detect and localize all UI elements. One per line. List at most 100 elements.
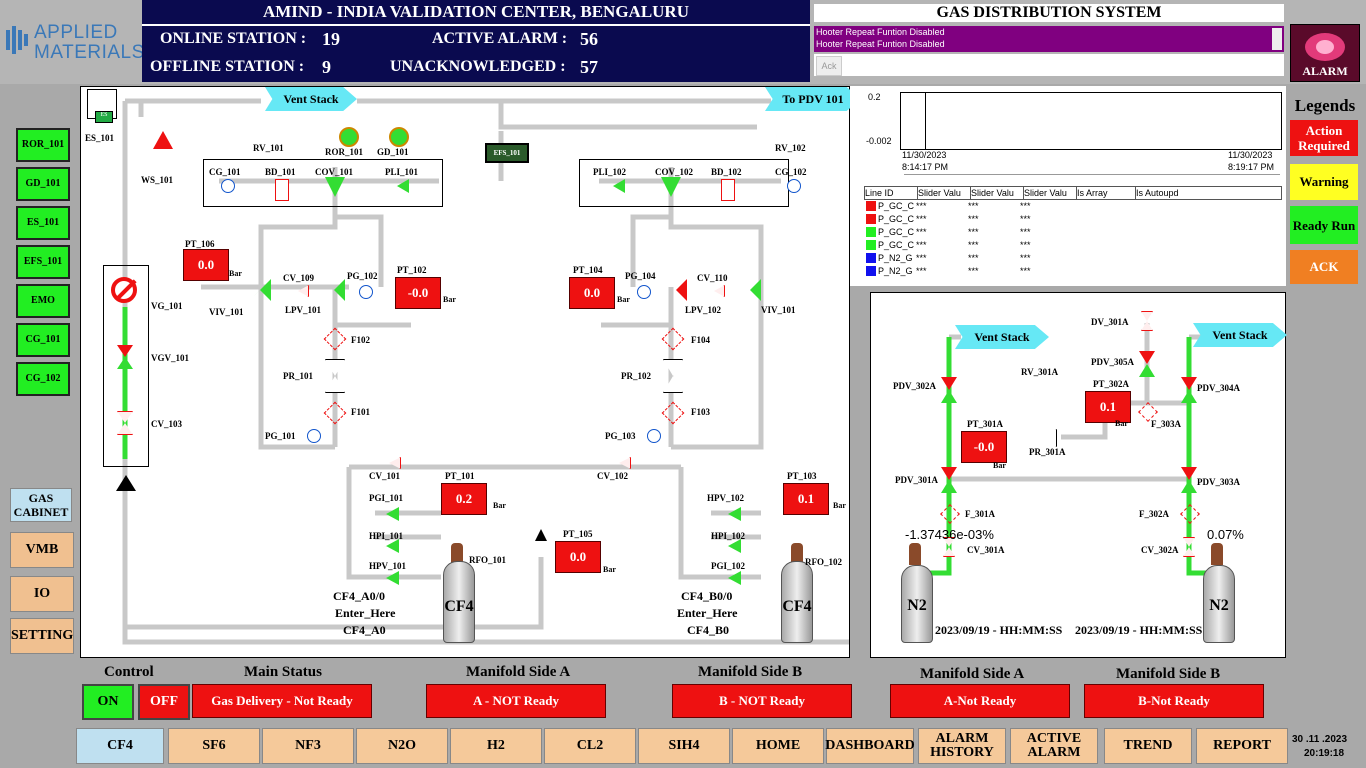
pt-301a-value[interactable]: -0.0 — [961, 431, 1007, 463]
table-cell: *** — [1020, 266, 1031, 276]
pt-103-value[interactable]: 0.1 — [783, 483, 829, 515]
trend-scrollbar[interactable] — [904, 174, 1280, 183]
on-button[interactable]: ON — [82, 684, 134, 720]
nav-button-report[interactable]: REPORT — [1196, 728, 1288, 764]
vent-gas-panel — [103, 265, 149, 467]
off-button[interactable]: OFF — [138, 684, 190, 720]
vgv-101-label: VGV_101 — [151, 353, 189, 363]
pt-105-value[interactable]: 0.0 — [555, 541, 601, 573]
nav-button-nf3[interactable]: NF3 — [262, 728, 354, 764]
efs-101-button[interactable]: EFS_101 — [16, 245, 70, 279]
trend-y-top: 0.2 — [868, 92, 881, 102]
cov-102-label: COV_102 — [655, 167, 693, 177]
table-cell: *** — [1020, 240, 1031, 250]
ack-button[interactable]: Ack — [816, 56, 842, 76]
legend-ack[interactable]: ACK — [1290, 250, 1358, 284]
table-cell: *** — [968, 253, 979, 263]
efs-101-indicator[interactable]: EFS_101 — [485, 143, 529, 163]
pt-302a-label: PT_302A — [1093, 379, 1129, 389]
es-badge: ES — [95, 111, 113, 123]
manifold-b-status: B - NOT Ready — [672, 684, 852, 718]
cg-102-label: CG_102 — [775, 167, 807, 177]
alarm-label: ALARM — [1302, 64, 1348, 78]
nav-button-alarm-history[interactable]: ALARM HISTORY — [918, 728, 1006, 764]
gd-101-button[interactable]: GD_101 — [16, 167, 70, 201]
vmb-button[interactable]: VMB — [10, 532, 74, 568]
table-header: Line ID Slider Valu Slider Valu Slider V… — [864, 186, 1282, 200]
column-header[interactable]: Slider Valu — [918, 187, 971, 199]
nav-button-cf4[interactable]: CF4 — [76, 728, 164, 764]
table-row[interactable]: P_GC_C********* — [864, 239, 1282, 252]
pt-106-value[interactable]: 0.0 — [183, 249, 229, 281]
trend-plot[interactable] — [900, 92, 1282, 150]
n2-cylinder-left[interactable]: N2 — [901, 565, 933, 643]
clock-date: 30 .11 .2023 — [1292, 734, 1348, 745]
table-cell: P_GC_C — [878, 240, 915, 250]
message-list[interactable]: Hooter Repeat Funtion Disabled Hooter Re… — [814, 26, 1284, 52]
trend-cursor[interactable] — [925, 93, 926, 149]
nav-button-active-alarm[interactable]: ACTIVE ALARM — [1010, 728, 1098, 764]
bd-101-disk-icon[interactable] — [275, 179, 289, 201]
legend-action-required: Action Required — [1290, 120, 1358, 156]
nav-button-n2o[interactable]: N2O — [356, 728, 448, 764]
cylinder-a-entry[interactable]: Enter_Here — [335, 606, 396, 620]
nav-button-cl2[interactable]: CL2 — [544, 728, 636, 764]
gas-cabinet-button[interactable]: GAS CABINET — [10, 488, 72, 522]
alarm-icon[interactable]: ALARM — [1290, 24, 1360, 82]
message-scrollbar[interactable] — [1272, 28, 1282, 50]
column-header[interactable]: Slider Valu — [1024, 187, 1077, 199]
table-row[interactable]: P_GC_C********* — [864, 200, 1282, 213]
emo-button[interactable]: EMO — [16, 284, 70, 318]
nav-button-sf6[interactable]: SF6 — [168, 728, 260, 764]
cylinder-b-entry[interactable]: Enter_Here — [677, 606, 738, 620]
pg-104-gauge-icon[interactable] — [637, 285, 651, 299]
cv-110-label: CV_110 — [697, 273, 728, 283]
setting-button[interactable]: SETTING — [10, 618, 74, 654]
cg-102-gauge-icon[interactable] — [787, 179, 801, 193]
pt-104-value[interactable]: 0.0 — [569, 277, 615, 309]
table-row[interactable]: P_N2_G********* — [864, 252, 1282, 265]
pt-102-value[interactable]: -0.0 — [395, 277, 441, 309]
vent-stack-label: Vent Stack — [265, 87, 357, 111]
pt-302a-value[interactable]: 0.1 — [1085, 391, 1131, 423]
f-303a-label: F_303A — [1151, 419, 1181, 429]
ror-101-button[interactable]: ROR_101 — [16, 128, 70, 162]
cylinder-b[interactable]: CF4 — [781, 561, 813, 643]
table-row[interactable]: P_GC_C********* — [864, 213, 1282, 226]
column-header[interactable]: Is Autoupd — [1136, 188, 1179, 198]
gd-101-indicator[interactable] — [389, 127, 409, 147]
es-101-button[interactable]: ES_101 — [16, 206, 70, 240]
pg-103-gauge-icon[interactable] — [647, 429, 661, 443]
cg-101-button[interactable]: CG_101 — [16, 323, 70, 357]
cg-102-button[interactable]: CG_102 — [16, 362, 70, 396]
n2-cylinder-right[interactable]: N2 — [1203, 565, 1235, 643]
nav-button-dashboard[interactable]: DASHBOARD — [825, 728, 915, 764]
table-row[interactable]: P_N2_G********* — [864, 265, 1282, 278]
main-status-value: Gas Delivery - Not Ready — [192, 684, 372, 718]
nav-button-trend[interactable]: TREND — [1104, 728, 1192, 764]
column-header[interactable]: Line ID — [865, 187, 918, 199]
pg-101-gauge-icon[interactable] — [307, 429, 321, 443]
nav-button-home[interactable]: HOME — [732, 728, 824, 764]
bd-102-disk-icon[interactable] — [721, 179, 735, 201]
manifold-a-title: Manifold Side A — [466, 664, 571, 680]
lpv-101-label: LPV_101 — [285, 305, 321, 315]
pg-102-gauge-icon[interactable] — [359, 285, 373, 299]
cylinder-a[interactable]: CF4 — [443, 561, 475, 643]
table-cell: P_GC_C — [878, 227, 915, 237]
ror-101-indicator[interactable] — [339, 127, 359, 147]
pt-101-value[interactable]: 0.2 — [441, 483, 487, 515]
io-button[interactable]: IO — [10, 576, 74, 612]
column-header[interactable]: Slider Valu — [971, 187, 1024, 199]
nav-button-sih4[interactable]: SIH4 — [638, 728, 730, 764]
cylinder-b-id: CF4_B0/0 — [681, 589, 733, 603]
nav-button-h2[interactable]: H2 — [450, 728, 542, 764]
cv-103-label: CV_103 — [151, 419, 182, 429]
pt-101-unit: Bar — [493, 501, 506, 510]
line-color-swatch — [866, 227, 876, 237]
table-cell: *** — [968, 201, 979, 211]
cg-101-gauge-icon[interactable] — [221, 179, 235, 193]
pt-103-unit: Bar — [833, 501, 846, 510]
table-row[interactable]: P_GC_C********* — [864, 226, 1282, 239]
column-header[interactable]: Is Array — [1077, 187, 1136, 199]
